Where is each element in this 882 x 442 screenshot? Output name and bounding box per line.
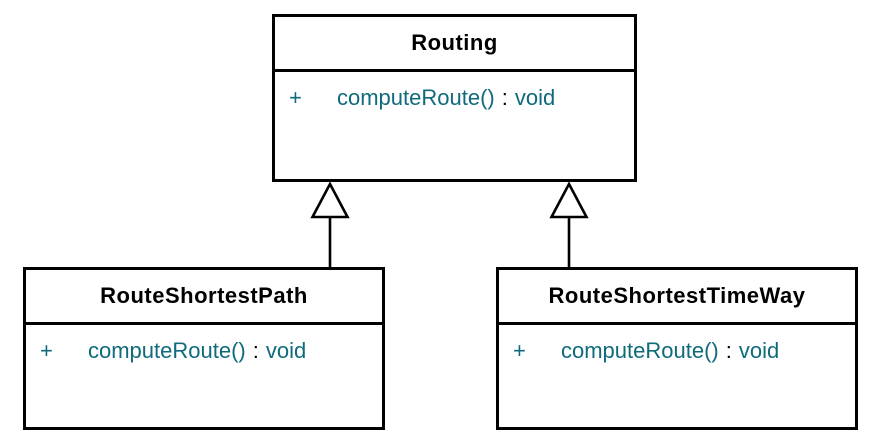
method-separator: : <box>501 85 508 110</box>
generalization-triangle-left-icon <box>310 181 350 219</box>
method-compartment: + computeRoute() : void <box>26 325 382 364</box>
generalization-arrow-right <box>549 181 589 269</box>
method-row: + computeRoute() : void <box>289 85 628 111</box>
class-name: RouteShortestTimeWay <box>499 270 855 325</box>
method-name: computeRoute() <box>337 85 495 110</box>
method-name: computeRoute() <box>561 338 719 363</box>
method-return-type: void <box>514 85 556 110</box>
method-compartment: + computeRoute() : void <box>499 325 855 364</box>
method-name: computeRoute() <box>88 338 246 363</box>
class-routing: Routing + computeRoute() : void <box>272 14 637 182</box>
method-row: + computeRoute() : void <box>40 338 376 364</box>
generalization-triangle-right-icon <box>549 181 589 219</box>
method-return-type: void <box>738 338 780 363</box>
class-route-shortest-path: RouteShortestPath + computeRoute() : voi… <box>23 267 385 430</box>
class-name: RouteShortestPath <box>26 270 382 325</box>
visibility-plus: + <box>513 338 526 363</box>
visibility-plus: + <box>40 338 53 363</box>
generalization-arrow-left <box>310 181 350 269</box>
class-name: Routing <box>275 17 634 72</box>
method-row: + computeRoute() : void <box>513 338 849 364</box>
visibility-plus: + <box>289 85 302 110</box>
method-compartment: + computeRoute() : void <box>275 72 634 111</box>
method-separator: : <box>252 338 259 363</box>
method-separator: : <box>725 338 732 363</box>
method-return-type: void <box>265 338 307 363</box>
class-route-shortest-time-way: RouteShortestTimeWay + computeRoute() : … <box>496 267 858 430</box>
